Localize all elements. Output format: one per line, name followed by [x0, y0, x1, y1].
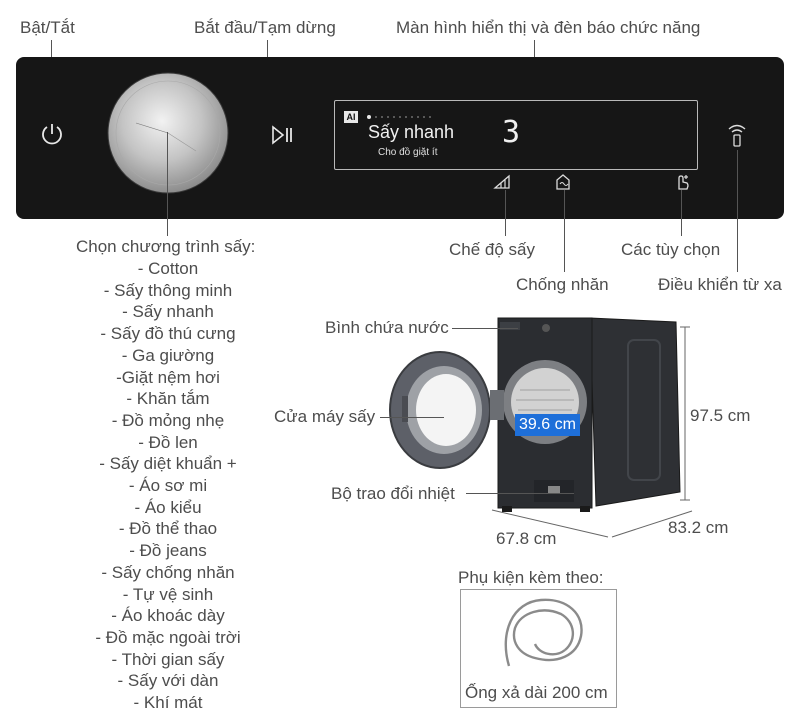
- program-item: - Khăn tắm: [126, 389, 210, 409]
- drain-hose-icon: [504, 598, 583, 667]
- program-item: - Ga giường: [121, 345, 215, 365]
- program-list: - Cotton- Sấy thông minh- Sấy nhanh- Sấy…: [60, 258, 276, 714]
- dimension-lines: [491, 326, 693, 538]
- progress-dots: [367, 115, 431, 119]
- program-item: - Cotton: [137, 259, 199, 278]
- program-item: - Tự vệ sinh: [122, 584, 214, 604]
- dimension-depth: 83.2 cm: [668, 518, 729, 537]
- label-display: Màn hình hiển thị và đèn báo chức năng: [396, 18, 701, 37]
- program-item: - Sấy đồ thú cưng: [100, 324, 236, 344]
- display-screen: [334, 100, 698, 170]
- leader-dial: [167, 132, 168, 236]
- dimension-width: 67.8 cm: [496, 529, 557, 548]
- program-item: - Thời gian sấy: [111, 649, 225, 669]
- power-icon[interactable]: [39, 121, 65, 147]
- label-options: Các tùy chọn: [621, 240, 721, 259]
- label-water-tank: Bình chứa nước: [325, 318, 449, 337]
- program-dial[interactable]: [106, 71, 230, 195]
- program-item: - Sấy diệt khuẩn +: [99, 454, 237, 474]
- program-item: - Sấy chống nhăn: [101, 562, 235, 582]
- leader-anti-wrinkle: [564, 190, 565, 272]
- dimension-height: 97.5 cm: [690, 406, 751, 425]
- display-program-sub: Cho đồ giặt ít: [378, 147, 438, 158]
- program-item: - Áo kiểu: [134, 497, 202, 517]
- dry-mode-icon[interactable]: [493, 174, 513, 190]
- leader-water-tank: [452, 328, 518, 329]
- leader-remote: [737, 150, 738, 272]
- program-item: - Đồ jeans: [129, 541, 207, 561]
- leader-dry-mode: [505, 190, 506, 236]
- label-start-pause: Bắt đầu/Tạm dừng: [194, 18, 336, 37]
- label-remote: Điều khiển từ xa: [658, 275, 782, 294]
- program-item: - Đồ mặc ngoài trời: [95, 627, 241, 647]
- door-diameter-badge: 39.6 cm: [515, 414, 580, 436]
- program-item: - Áo khoác dày: [111, 606, 225, 626]
- program-item: - Sấy nhanh: [122, 302, 214, 322]
- program-item: - Đồ len: [138, 432, 198, 452]
- leader-heat-exchanger: [466, 493, 574, 494]
- display-time-digit: 3: [502, 115, 521, 150]
- program-item: - Áo sơ mi: [128, 476, 208, 496]
- program-item: - Khí mát: [133, 693, 203, 713]
- remote-wifi-icon[interactable]: [726, 122, 748, 148]
- leader-door: [380, 417, 444, 418]
- programs-title: Chọn chương trình sấy:: [76, 237, 256, 256]
- label-dry-mode: Chế độ sấy: [449, 240, 535, 259]
- program-item: - Sấy thông minh: [103, 280, 233, 300]
- play-pause-icon[interactable]: [270, 125, 296, 145]
- accessories-title: Phụ kiện kèm theo:: [458, 568, 604, 587]
- anti-wrinkle-icon[interactable]: [554, 173, 572, 191]
- label-door: Cửa máy sấy: [274, 407, 376, 426]
- label-anti-wrinkle: Chống nhăn: [516, 275, 609, 294]
- accessory-item: Ống xả dài 200 cm: [465, 683, 608, 702]
- leader-options: [681, 190, 682, 236]
- program-item: - Đồ thể thao: [118, 519, 218, 539]
- program-item: - Sấy với dàn: [117, 671, 219, 691]
- label-power: Bật/Tắt: [20, 18, 75, 37]
- display-program-name: Sấy nhanh: [368, 122, 455, 142]
- options-hand-icon[interactable]: [673, 172, 691, 192]
- ai-badge: AI: [344, 111, 358, 123]
- program-item: - Đồ mỏng nhẹ: [111, 410, 225, 430]
- label-heat-exchanger: Bộ trao đổi nhiệt: [331, 484, 455, 503]
- program-item: -Giặt nệm hơi: [116, 367, 220, 387]
